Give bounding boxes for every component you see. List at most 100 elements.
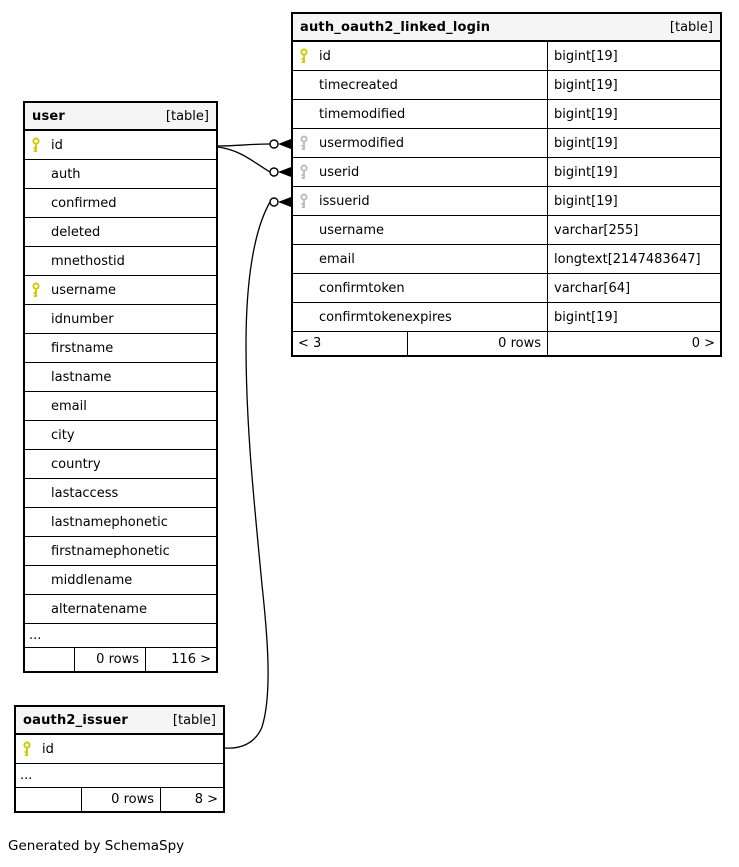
column-row-username: username varchar[255] [293,216,720,245]
footer-children-indicator [25,648,75,671]
more-columns-ellipsis: ... [16,764,223,788]
table-footer: 0 rows 8 > [16,788,223,811]
column-name: lastname [51,369,112,385]
column-type: varchar[64] [547,274,720,302]
column-row-firstnamephonetic: firstnamephonetic [25,537,216,566]
column-name: country [51,456,101,472]
fk-arrowhead-issuerid [278,197,291,207]
footer-children-indicator [16,788,82,811]
column-name: userid [319,164,360,180]
table-type-badge: [table] [669,19,713,35]
foreign-key-icon [299,164,319,180]
column-name-cell: auth [25,160,216,188]
column-name-cell: usermodified [293,129,547,157]
column-type: bigint[19] [547,158,720,186]
column-row-id: id [25,131,216,160]
table-type-badge: [table] [172,712,216,728]
footer-row-count: 0 rows [82,788,161,811]
column-row-country: country [25,450,216,479]
column-name-cell: lastname [25,363,216,391]
column-name: middlename [51,572,133,588]
table-oauth2_issuer[interactable]: oauth2_issuer [table] id... 0 rows 8 > [14,705,225,813]
primary-key-icon [31,137,51,153]
ellipsis-text: ... [29,628,42,643]
column-name-cell: idnumber [25,305,216,333]
column-name: id [51,137,63,153]
column-name: id [319,48,331,64]
table-name: user [32,108,66,124]
column-name: email [51,398,87,414]
column-row-username: username [25,276,216,305]
column-type: bigint[19] [547,100,720,128]
column-name-cell: alternatename [25,595,216,623]
column-name-cell: confirmtokenexpires [293,303,547,331]
column-type: longtext[2147483647] [547,245,720,273]
column-name: lastnamephonetic [51,514,168,530]
column-name-cell: issuerid [293,187,547,215]
column-type: bigint[19] [547,303,720,331]
column-row-deleted: deleted [25,218,216,247]
ellipsis-cell: ... [25,624,216,647]
column-name: auth [51,166,81,182]
column-name: firstnamephonetic [51,543,170,559]
column-name-cell: id [16,735,223,763]
table-name: auth_oauth2_linked_login [300,19,491,35]
relationship-user-id-to-userid [217,146,271,173]
column-name-cell: confirmtoken [293,274,547,302]
column-name-cell: username [293,216,547,244]
footer-children-indicator: < 3 [293,332,408,355]
column-name-cell: email [25,392,216,420]
column-name-cell: lastnamephonetic [25,508,216,536]
table-auth_oauth2_linked_login[interactable]: auth_oauth2_linked_login [table] id bigint[… [291,12,722,357]
fk-arrowhead-usermodified [278,139,291,149]
column-row-auth: auth [25,160,216,189]
table-user[interactable]: user[table] id auth confirmed deleted mnethos… [23,101,218,673]
column-name-cell: email [293,245,547,273]
table-name: oauth2_issuer [23,712,128,728]
relationship-user-id-to-usermodified [217,143,271,147]
table-header: user[table] [25,103,216,131]
foreign-key-icon [299,193,319,209]
ellipsis-text: ... [20,768,33,783]
column-name-cell: middlename [25,566,216,594]
column-type: varchar[255] [547,216,720,244]
fk-circle-userid [269,167,279,177]
column-name-cell: city [25,421,216,449]
column-name: city [51,427,75,443]
column-name-cell: lastaccess [25,479,216,507]
column-name: deleted [51,224,101,240]
fk-circle-usermodified [269,139,279,149]
primary-key-icon [22,741,42,757]
generated-by-note: Generated by SchemaSpy [8,838,185,854]
column-row-lastaccess: lastaccess [25,479,216,508]
column-name-cell: username [25,276,216,304]
footer-row-count: 0 rows [75,648,146,671]
primary-key-icon [31,282,51,298]
column-name: alternatename [51,601,147,617]
table-header: oauth2_issuer [table] [16,707,223,735]
footer-parents-indicator: 0 > [691,336,715,351]
column-name: firstname [51,340,114,356]
column-name-cell: mnethostid [25,247,216,275]
column-name: timemodified [319,106,406,122]
column-name-cell: firstnamephonetic [25,537,216,565]
column-name-cell: timemodified [293,100,547,128]
column-name-cell: deleted [25,218,216,246]
footer-parents-indicator: 8 > [194,792,218,807]
column-name: lastaccess [51,485,119,501]
relationship-oauth2_issuer-id-to-issuerid [224,201,271,749]
column-row-userid: userid bigint[19] [293,158,720,187]
more-columns-ellipsis: ... [25,624,216,648]
column-name: username [319,222,384,238]
fk-arrowhead-userid [278,167,291,177]
column-name: id [42,741,54,757]
column-row-mnethostid: mnethostid [25,247,216,276]
column-name-cell: confirmed [25,189,216,217]
